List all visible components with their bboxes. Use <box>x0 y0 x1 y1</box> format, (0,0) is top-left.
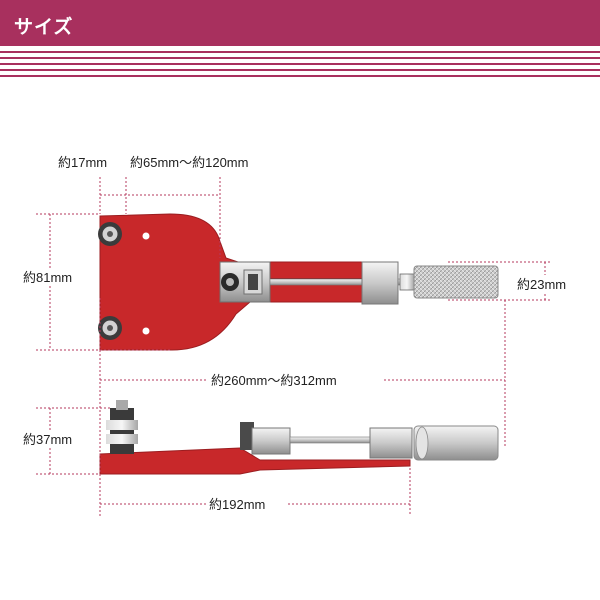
dim-total-length: 約260mm～約312mm <box>211 373 337 388</box>
tool-side-view <box>99 400 499 475</box>
threaded-rod-side <box>289 436 371 444</box>
header-stripe <box>0 69 600 71</box>
clamp-block <box>219 261 271 303</box>
hex-nut <box>399 273 415 291</box>
dim-base-length: 約192mm <box>209 497 265 512</box>
label-bg <box>20 268 90 286</box>
tool-top-view <box>98 213 499 351</box>
header-stripe <box>0 57 600 59</box>
dim-flange-width: 約17mm <box>58 155 107 170</box>
guide-post <box>240 422 254 450</box>
dim-knob-diameter: 約23mm <box>517 277 566 292</box>
header-stripe <box>0 75 600 77</box>
label-bg <box>128 153 288 171</box>
page-title: サイズ <box>14 17 74 38</box>
dimension-lines <box>36 177 552 516</box>
header: サイズ <box>0 0 600 82</box>
dim-height-side: 約37mm <box>23 432 72 447</box>
mount-hole <box>142 327 150 335</box>
bearing-icon <box>98 222 122 246</box>
knurled-knob-side <box>413 425 499 461</box>
label-bg <box>20 430 90 448</box>
dim-clamp-range: 約65mm～約120mm <box>130 155 248 170</box>
header-stripe <box>0 63 600 65</box>
clamp-block-side <box>251 427 291 455</box>
end-block <box>361 261 399 305</box>
end-block-side <box>369 427 413 459</box>
label-bg <box>54 153 120 171</box>
red-base-plate-side <box>99 447 411 475</box>
bearing-icon <box>98 316 122 340</box>
label-bg <box>208 371 384 389</box>
knurled-knob <box>413 265 499 299</box>
dim-height-top: 約81mm <box>23 270 72 285</box>
mount-hole <box>142 232 150 240</box>
label-bg <box>206 495 288 513</box>
label-bg <box>514 275 584 293</box>
header-stripe <box>0 51 600 53</box>
bearing-stack-icon <box>106 400 138 454</box>
header-bar: サイズ <box>0 0 600 46</box>
